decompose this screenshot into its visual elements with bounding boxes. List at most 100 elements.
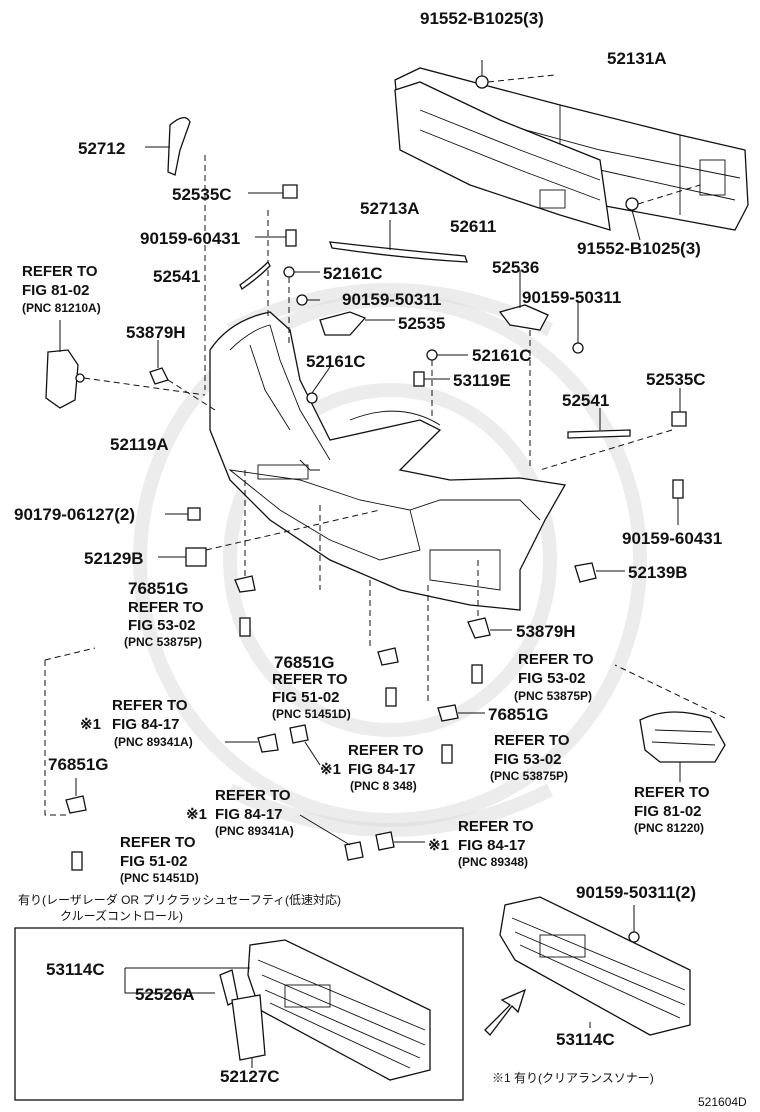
- svg-text:※1: ※1: [320, 761, 341, 778]
- svg-text:FIG 53-02: FIG 53-02: [494, 751, 562, 768]
- svg-text:REFER TO: REFER TO: [112, 697, 188, 714]
- inset-box: [14, 927, 464, 1101]
- label-52119a: 52119A: [110, 435, 169, 454]
- inset-condition-line1: 有り(レーザレーダ OR プリクラッシュセーフティ(低速対応): [18, 892, 341, 907]
- label-52127c: 52127C: [220, 1067, 280, 1086]
- svg-text:REFER TO: REFER TO: [634, 784, 710, 801]
- svg-text:REFER TO: REFER TO: [128, 599, 204, 616]
- ref-fig-53-02-left: REFER TO FIG 53-02 (PNC 53875P): [124, 599, 204, 649]
- svg-text:(PNC 89341A): (PNC 89341A): [215, 824, 294, 838]
- retainer-76851g-left-mid: [234, 470, 256, 637]
- svg-text:(PNC 81210A): (PNC 81210A): [22, 301, 101, 315]
- ref-fig-81-02-right: REFER TO FIG 81-02 (PNC 81220): [634, 784, 710, 835]
- label-76851g-far-left: 76851G: [48, 755, 109, 774]
- label-52541-left: 52541: [153, 267, 200, 286]
- label-90159-50311-left: 90159-50311: [342, 290, 441, 309]
- svg-text:REFER TO: REFER TO: [494, 732, 570, 749]
- label-90159-60431-right: 90159-60431: [622, 529, 722, 548]
- label-52536: 52536: [492, 258, 539, 277]
- retainer-52541-right: [567, 408, 631, 439]
- bolt-91552-top: [475, 60, 556, 89]
- svg-text:REFER TO: REFER TO: [272, 671, 348, 688]
- svg-text:(PNC 81220): (PNC 81220): [634, 821, 704, 835]
- svg-text:REFER TO: REFER TO: [518, 651, 594, 668]
- svg-text:(PNC 53875P): (PNC 53875P): [124, 635, 202, 649]
- label-90159-50311-right: 90159-50311: [522, 288, 621, 307]
- screw-90159-60431-right: [672, 479, 684, 525]
- svg-text:(PNC 53875P): (PNC 53875P): [514, 689, 592, 703]
- retainer-76851g-center: [319, 505, 399, 707]
- label-52535c-right: 52535C: [646, 370, 706, 389]
- bolt-91552-right: [625, 184, 701, 241]
- label-52611: 52611: [450, 217, 496, 236]
- arrow-icon: [484, 988, 527, 1036]
- label-52712: 52712: [78, 139, 125, 158]
- bracket-52536: [498, 270, 584, 470]
- label-53119e: 53119E: [453, 371, 511, 390]
- cover-52139b: [574, 562, 625, 583]
- sonar-sensor-brackets: [225, 724, 425, 861]
- svg-text:(PNC 89348): (PNC 89348): [458, 855, 528, 869]
- grille-53114c-right: [499, 896, 691, 1036]
- svg-text:FIG 53-02: FIG 53-02: [518, 670, 586, 687]
- ref-fig-51-02-center: REFER TO FIG 51-02 (PNC 51451D): [272, 671, 351, 721]
- svg-text:FIG 81-02: FIG 81-02: [22, 282, 90, 299]
- svg-text:FIG 84-17: FIG 84-17: [458, 837, 526, 854]
- svg-text:(PNC 51451D): (PNC 51451D): [120, 871, 199, 885]
- svg-text:REFER TO: REFER TO: [120, 834, 196, 851]
- clip-52535c-right: [539, 388, 687, 471]
- clip-52161c-mid: [306, 349, 468, 420]
- label-90179-06127: 90179-06127(2): [14, 505, 135, 524]
- label-53114c-right: 53114C: [556, 1030, 615, 1049]
- svg-text:REFER TO: REFER TO: [22, 263, 98, 280]
- label-53879h-lower: 53879H: [516, 622, 576, 641]
- footnote: ※1 有り(クリアランスソナー): [492, 1071, 654, 1085]
- retainer-53879h-lower: [467, 560, 512, 684]
- svg-text:FIG 84-17: FIG 84-17: [215, 806, 283, 823]
- label-52139b: 52139B: [628, 563, 688, 582]
- svg-text:※1: ※1: [428, 837, 449, 854]
- label-53114c-inset: 53114C: [46, 960, 105, 979]
- retainer-52541-left: [239, 260, 271, 290]
- diagram-code: 521604D: [698, 1095, 747, 1109]
- inset-condition-line2: クルーズコントロール): [60, 908, 183, 923]
- svg-text:FIG 53-02: FIG 53-02: [128, 617, 196, 634]
- ref-fig-81-02-left: REFER TO FIG 81-02 (PNC 81210A): [22, 263, 101, 315]
- fog-lamp-left: [45, 320, 206, 409]
- svg-text:(PNC 51451D): (PNC 51451D): [272, 707, 351, 721]
- retainer-76851g-right: [427, 585, 485, 764]
- svg-text:(PNC 53875P): (PNC 53875P): [490, 769, 568, 783]
- label-52535: 52535: [398, 314, 445, 333]
- label-90159-50311-2: 90159-50311(2): [576, 883, 696, 902]
- label-52161c-mid: 52161C: [306, 352, 366, 371]
- svg-text:REFER TO: REFER TO: [458, 818, 534, 835]
- ref-fig-53-02-right-upper: REFER TO FIG 53-02 (PNC 53875P): [514, 651, 594, 703]
- svg-text:(PNC 89341A): (PNC 89341A): [114, 735, 193, 749]
- fog-lamp-right: [614, 664, 726, 782]
- reference-blocks: REFER TO FIG 81-02 (PNC 81210A) REFER TO…: [22, 263, 710, 885]
- svg-text:FIG 81-02: FIG 81-02: [634, 803, 702, 820]
- ref-fig-84-17-left: REFER TO ※1 FIG 84-17 (PNC 89341A): [80, 697, 193, 749]
- part-labels: 91552-B1025(3) 52131A 52712 52535C 52713…: [14, 9, 722, 1086]
- bumper-cover-52119a: [209, 311, 567, 611]
- label-76851g-left-mid: 76851G: [128, 579, 189, 598]
- label-52161c-right: 52161C: [472, 346, 532, 365]
- svg-text:FIG 84-17: FIG 84-17: [112, 716, 180, 733]
- svg-text:(PNC 8 348): (PNC 8 348): [350, 779, 417, 793]
- cover-52129b: [158, 509, 381, 567]
- svg-text:FIG 51-02: FIG 51-02: [272, 689, 340, 706]
- label-52129b: 52129B: [84, 549, 144, 568]
- label-76851g-center: 76851G: [274, 653, 335, 672]
- label-76851g-right: 76851G: [488, 705, 549, 724]
- ref-fig-53-02-right-lower: REFER TO FIG 53-02 (PNC 53875P): [490, 732, 570, 783]
- ref-fig-84-17-center: REFER TO ※1 FIG 84-17 (PNC 8 348): [320, 742, 424, 793]
- svg-text:※1: ※1: [186, 806, 207, 823]
- ref-fig-84-17-lower-left: REFER TO ※1 FIG 84-17 (PNC 89341A): [186, 787, 294, 838]
- moulding-52712: [145, 117, 206, 390]
- label-52535c-left: 52535C: [172, 185, 232, 204]
- label-52713a: 52713A: [360, 199, 420, 218]
- moulding-52713a: [329, 220, 468, 263]
- watermark: [133, 283, 647, 837]
- svg-text:※1: ※1: [80, 716, 101, 733]
